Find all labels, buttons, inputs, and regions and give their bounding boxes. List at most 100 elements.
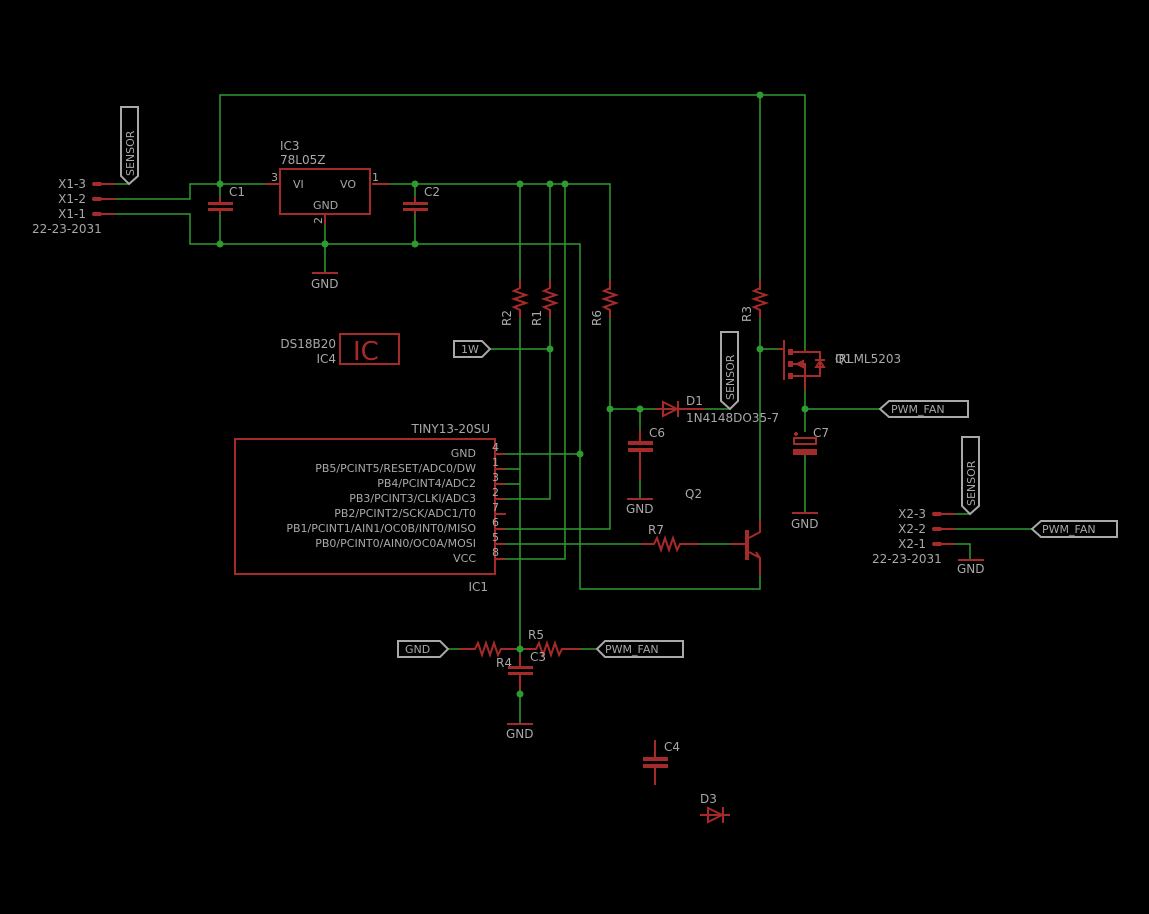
ic3-pin-vo: VO — [340, 178, 356, 191]
net-port-sensor-3[interactable]: SENSOR — [961, 436, 980, 516]
net-port-pwm-fan-3[interactable]: PWM_FAN — [595, 640, 684, 658]
r1-label: R1 — [530, 310, 544, 326]
net-port-sensor-1[interactable]: SENSOR — [120, 106, 139, 186]
sensor-port-label: SENSOR — [965, 460, 978, 506]
d1-name: D1 — [686, 394, 703, 408]
resistor-r5[interactable]: R5 — [525, 628, 580, 659]
connector-x1[interactable]: X1-3 X1-2 X1-1 22-23-2031 — [32, 177, 115, 236]
x2-pin1-label: X2-1 — [898, 537, 926, 551]
ic1-pin-num: 7 — [492, 501, 499, 514]
r5-label: R5 — [528, 628, 544, 642]
net-port-gnd[interactable]: GND — [397, 640, 450, 658]
net-port-pwm-fan-1[interactable]: PWM_FAN — [878, 400, 969, 418]
gnd-symbol-5: GND — [506, 723, 534, 741]
transistor-q2[interactable]: Q2 — [685, 487, 761, 575]
resistor-r1[interactable]: R1 — [530, 280, 560, 326]
sensor-ic4[interactable]: IC DS18B20 IC4 — [280, 333, 400, 367]
c6-label: C6 — [649, 426, 665, 440]
gnd-label: GND — [506, 727, 534, 741]
capacitor-c6[interactable]: C6 — [628, 426, 665, 480]
gnd-symbol-1: GND — [311, 272, 339, 291]
ic1-pin-num: 4 — [492, 441, 499, 454]
x2-pin3-label: X2-3 — [898, 507, 926, 521]
ic3-name: IC3 — [280, 139, 300, 153]
net-port-pwm-fan-2[interactable]: PWM_FAN — [1030, 520, 1118, 538]
c4-label: C4 — [664, 740, 680, 754]
ic1-pin-label: PB3/PCINT3/CLKI/ADC3 — [349, 492, 476, 505]
ic1-pin-num: 6 — [492, 516, 499, 529]
c2-label: C2 — [424, 185, 440, 199]
ic1-pins — [495, 453, 506, 560]
ic1-pin-label: PB2/PCINT2/SCK/ADC1/T0 — [334, 507, 476, 520]
x2-pin2-label: X2-2 — [898, 522, 926, 536]
r4-label: R4 — [496, 656, 512, 670]
q2-name: Q2 — [685, 487, 702, 501]
ic1-pin-label: PB4/PCINT4/ADC2 — [377, 477, 476, 490]
resistor-r3[interactable]: R3 — [740, 280, 770, 322]
gnd-label: GND — [626, 502, 654, 516]
net-port-1w[interactable]: 1W — [453, 340, 492, 358]
ic4-name: IC4 — [316, 352, 336, 366]
mosfet-q1[interactable]: Q1 IRLML5203 — [778, 340, 901, 390]
gnd-symbol-3: GND — [791, 512, 819, 531]
c1-label: C1 — [229, 185, 245, 199]
r6-label: R6 — [590, 310, 604, 326]
pwm-fan-port-label: PWM_FAN — [891, 403, 945, 416]
onewire-port-label: 1W — [461, 343, 479, 356]
resistor-r2[interactable]: R2 — [500, 280, 530, 326]
ic3-pin2-num: 2 — [312, 217, 325, 224]
junctions — [216, 91, 809, 698]
capacitor-c2[interactable]: C2 — [403, 185, 440, 214]
net-port-sensor-2[interactable]: SENSOR — [720, 331, 739, 411]
capacitor-c7[interactable]: C7 — [793, 426, 829, 455]
pwm-fan-port-label: PWM_FAN — [605, 643, 659, 656]
x2-part-label: 22-23-2031 — [872, 552, 942, 566]
ic1-name: IC1 — [468, 580, 488, 594]
capacitor-c4[interactable]: C4 — [643, 740, 680, 785]
c7-label: C7 — [813, 426, 829, 440]
sensor-port-label: SENSOR — [124, 130, 137, 176]
gnd-symbol-4: GND — [957, 559, 985, 576]
x1-pin3-label: X1-3 — [58, 177, 86, 191]
capacitor-c1[interactable]: C1 — [208, 185, 245, 214]
x1-part-label: 22-23-2031 — [32, 222, 102, 236]
gnd-label: GND — [791, 517, 819, 531]
d1-value: 1N4148DO35-7 — [686, 411, 779, 425]
ic1-pin-label: PB1/PCINT1/AIN1/OC0B/INT0/MISO — [286, 522, 476, 535]
x1-pin1-label: X1-1 — [58, 207, 86, 221]
ic3-pin-vi: VI — [293, 178, 304, 191]
q1-value: IRLML5203 — [835, 352, 901, 366]
ic1-pin-label: GND — [451, 447, 476, 460]
ic3-pin-gnd: GND — [313, 199, 338, 212]
gnd-label: GND — [957, 562, 985, 576]
resistor-r4[interactable]: R4 — [460, 639, 515, 670]
ic1-value: TINY13-20SU — [411, 422, 490, 436]
sensor-port-label: SENSOR — [724, 354, 737, 400]
gnd-port-label: GND — [405, 643, 430, 656]
ic1-pin-num: 8 — [492, 546, 499, 559]
capacitor-c3[interactable]: C3 — [508, 650, 546, 690]
ic3-value: 78L05Z — [280, 153, 325, 167]
ic3-pin1-num: 1 — [372, 171, 379, 184]
ic1-pin-num: 5 — [492, 531, 499, 544]
q1-name: Q1 — [835, 352, 852, 366]
ic1-pin-label: PB0/PCINT0/AIN0/OC0A/MOSI — [315, 537, 476, 550]
r3-label: R3 — [740, 306, 754, 322]
ic4-value: DS18B20 — [280, 337, 336, 351]
ic1-pin-num: 3 — [492, 471, 499, 484]
r2-label: R2 — [500, 310, 514, 326]
ic4-symbol: IC — [353, 337, 379, 367]
resistor-r6[interactable]: R6 — [590, 280, 620, 326]
c3-label: C3 — [530, 650, 546, 664]
ic3-pin3-num: 3 — [271, 171, 278, 184]
diode-d1[interactable]: D1 1N4148DO35-7 — [655, 394, 779, 425]
regulator-ic3[interactable]: IC3 78L05Z VI VO GND 3 1 2 — [265, 139, 390, 225]
mcu-ic1[interactable]: TINY13-20SU IC1 GND PB5/PCINT5/RESET/ADC… — [234, 422, 506, 594]
resistor-r7[interactable]: R7 — [641, 523, 700, 554]
connector-x2[interactable]: X2-3 X2-2 X2-1 22-23-2031 — [872, 507, 955, 566]
gnd-symbol-2: GND — [626, 498, 654, 516]
r7-label: R7 — [648, 523, 664, 537]
ic1-pin-label: PB5/PCINT5/RESET/ADC0/DW — [315, 462, 476, 475]
diode-d3[interactable]: D3 — [700, 792, 730, 824]
